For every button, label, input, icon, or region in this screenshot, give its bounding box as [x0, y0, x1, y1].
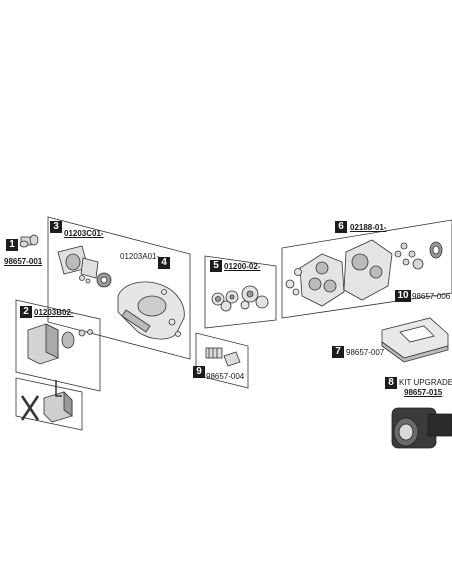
part-6-gear-housing [285, 239, 393, 307]
part-5-gears [211, 285, 269, 312]
callout-number-9: 9 [193, 366, 205, 378]
panel-2-outline [15, 299, 101, 392]
part-code-8: 98657-015 [404, 388, 443, 397]
callout-number-10: 10 [395, 290, 411, 302]
callout-number-8: 8 [385, 377, 397, 389]
part-1-fitting [19, 234, 39, 248]
part-code-3: 01203C01- [64, 229, 104, 238]
part-10-impeller-kit [394, 241, 443, 270]
part-code-10: 98657-006 [412, 292, 451, 301]
callout-number-6: 6 [335, 221, 347, 233]
part-4-pump-body [117, 281, 185, 340]
part-code-7: 98657-007 [346, 348, 385, 357]
callout-number-7: 7 [332, 346, 344, 358]
part-code-1: 98657-001 [4, 257, 43, 266]
part-code-5: 01200-02- [224, 262, 261, 271]
panel-repair-outline [15, 377, 83, 431]
part-code-9: 98657-004 [206, 372, 245, 381]
part-7-base-plate [381, 317, 449, 363]
callout-number-1: 1 [6, 239, 18, 251]
part-code-4: 01203A01- [120, 252, 160, 261]
kit-upgrade-title: KIT UPGRADE [399, 378, 452, 387]
panel-3-outline [47, 216, 191, 360]
part-code-6: 02188-01- [350, 223, 387, 232]
callout-number-3: 3 [50, 221, 62, 233]
callout-number-5: 5 [210, 260, 222, 272]
repair-tools-illustration [20, 380, 73, 423]
part-code-2: 01203B02- [34, 308, 74, 317]
part-2-switch-assembly [27, 323, 93, 365]
panel-9-outline [195, 332, 249, 389]
part-8-upgrade-motor [391, 407, 452, 449]
panel-6-outline [281, 219, 452, 319]
panel-5-outline [204, 255, 277, 329]
callout-number-2: 2 [20, 306, 32, 318]
part-9-valve-screw [205, 347, 241, 367]
part-3-housing-seals [57, 245, 112, 288]
callout-number-4: 4 [158, 257, 170, 269]
